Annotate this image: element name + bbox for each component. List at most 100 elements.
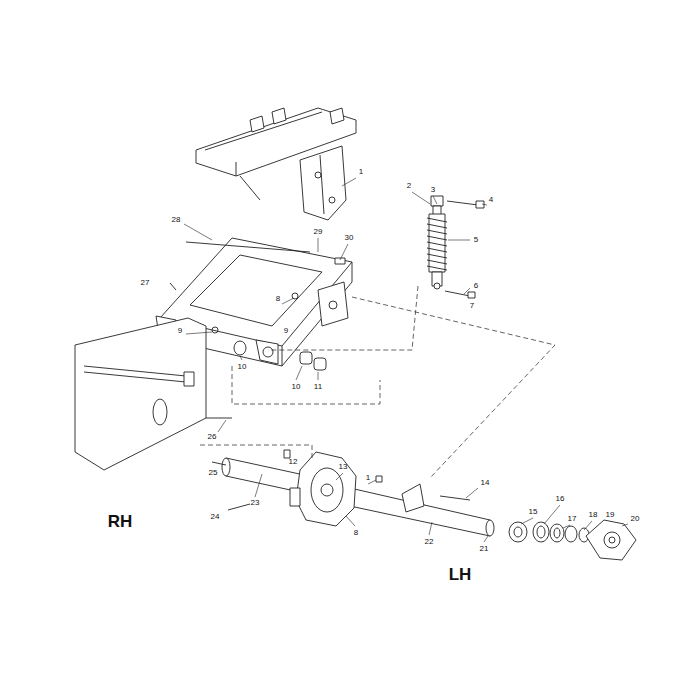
bushings bbox=[234, 341, 326, 370]
illustration-line bbox=[440, 496, 470, 500]
callout-number: 10 bbox=[237, 362, 248, 372]
illustration-line bbox=[448, 240, 470, 241]
illustration-line bbox=[329, 197, 335, 203]
illustration-line bbox=[550, 524, 564, 542]
callout-number: 14 bbox=[480, 478, 491, 488]
callout-number: 3 bbox=[430, 185, 436, 195]
illustration-line bbox=[300, 146, 346, 220]
illustration-line bbox=[427, 218, 447, 270]
illustration-line bbox=[300, 352, 312, 364]
callout-number: 21 bbox=[479, 544, 490, 554]
illustration-line bbox=[447, 201, 478, 205]
illustration-line bbox=[476, 201, 484, 208]
illustration-line bbox=[586, 520, 636, 560]
callout-number: 24 bbox=[210, 512, 221, 522]
callout-number: 23 bbox=[250, 498, 261, 508]
illustration-line bbox=[352, 297, 555, 478]
illustration-line bbox=[314, 358, 326, 370]
illustration-line bbox=[184, 224, 212, 240]
illustration-line bbox=[484, 536, 488, 542]
callout-number: 15 bbox=[528, 507, 539, 517]
callout-number: 5 bbox=[473, 235, 479, 245]
callout-number: 9 bbox=[177, 326, 183, 336]
illustration-line bbox=[240, 356, 242, 360]
illustration-line bbox=[84, 372, 186, 382]
callout-number: 27 bbox=[140, 278, 151, 288]
illustration-line bbox=[320, 155, 324, 214]
illustration-line bbox=[514, 527, 522, 537]
illustration-line bbox=[533, 522, 549, 542]
chassis-frame bbox=[196, 108, 356, 220]
callout-number: 11 bbox=[313, 382, 323, 392]
illustration-line bbox=[170, 283, 176, 290]
shock-absorber bbox=[427, 196, 484, 298]
illustration-line bbox=[318, 238, 319, 252]
illustration-line bbox=[228, 504, 250, 510]
illustration-line bbox=[342, 178, 356, 186]
illustration-line bbox=[236, 162, 237, 176]
illustration-line bbox=[190, 255, 322, 326]
illustration-line bbox=[290, 488, 300, 506]
illustration-line bbox=[565, 526, 577, 542]
illustration-line bbox=[604, 532, 620, 548]
illustration-line bbox=[206, 418, 232, 419]
callout-number: 6 bbox=[473, 281, 479, 291]
callout-number: 20 bbox=[630, 514, 641, 524]
illustration-line bbox=[222, 458, 230, 476]
illustration-line bbox=[282, 262, 352, 366]
illustration-line bbox=[464, 288, 470, 294]
illustration-line bbox=[434, 283, 440, 289]
illustration-line bbox=[186, 332, 212, 334]
illustration-line bbox=[431, 196, 443, 206]
illustration-line bbox=[205, 112, 322, 150]
illustration-line bbox=[284, 450, 290, 458]
callout-number: 1 bbox=[365, 473, 371, 483]
illustration-line bbox=[186, 242, 310, 252]
illustration-line bbox=[563, 525, 570, 528]
illustration-line bbox=[412, 192, 430, 204]
callout-number: 8 bbox=[275, 294, 281, 304]
alignment-lines bbox=[200, 286, 555, 478]
illustration-line bbox=[330, 108, 344, 124]
illustration-line bbox=[318, 282, 348, 326]
callout-number: 30 bbox=[344, 233, 355, 243]
illustration-line bbox=[429, 522, 432, 535]
illustration-line bbox=[544, 505, 560, 524]
illustration-line bbox=[292, 293, 298, 299]
callout-number: 29 bbox=[313, 227, 324, 237]
illustration-line bbox=[218, 420, 226, 432]
callout-number: 26 bbox=[207, 432, 218, 442]
illustration-line bbox=[402, 484, 424, 512]
illustration-line bbox=[509, 522, 527, 542]
hub-and-washers bbox=[509, 520, 636, 560]
illustration-line bbox=[296, 366, 302, 380]
illustration-line bbox=[433, 196, 437, 204]
illustration-line bbox=[212, 327, 218, 333]
callout-number: 16 bbox=[555, 494, 566, 504]
illustration-line bbox=[609, 537, 615, 543]
illustration-line bbox=[75, 318, 206, 470]
callout-number: 1 bbox=[358, 167, 364, 177]
illustration-line bbox=[466, 488, 478, 498]
callout-number: 12 bbox=[288, 457, 299, 467]
callout-number: 2 bbox=[406, 181, 412, 191]
illustration-line bbox=[268, 286, 418, 350]
side-label: RH bbox=[107, 512, 134, 531]
callout-number: 25 bbox=[208, 468, 219, 478]
illustration-line bbox=[84, 366, 186, 376]
illustration-line bbox=[153, 399, 167, 425]
illustration-line bbox=[376, 476, 382, 482]
side-panel bbox=[75, 318, 232, 470]
illustration-line bbox=[256, 340, 278, 364]
illustration-line bbox=[622, 524, 628, 526]
leader-lines bbox=[184, 178, 628, 542]
callout-number: 9 bbox=[283, 326, 289, 336]
callout-number: 22 bbox=[424, 537, 435, 547]
illustration-line bbox=[486, 520, 494, 536]
callout-number: 19 bbox=[605, 510, 616, 520]
illustration-line bbox=[335, 258, 345, 264]
illustration-line bbox=[521, 518, 533, 524]
illustration-line bbox=[250, 116, 264, 132]
illustration-line bbox=[234, 341, 246, 355]
